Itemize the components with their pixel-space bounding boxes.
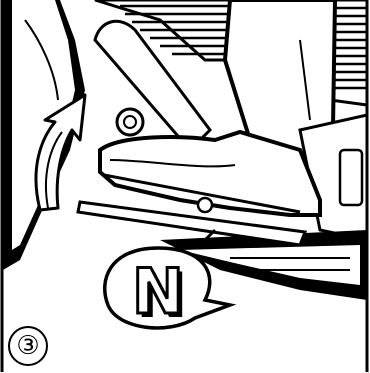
step-number-badge: ③ bbox=[8, 326, 48, 366]
engine-body bbox=[3, 0, 85, 270]
step-number: ③ bbox=[16, 333, 39, 359]
neutral-gear-letter: N bbox=[118, 252, 198, 332]
